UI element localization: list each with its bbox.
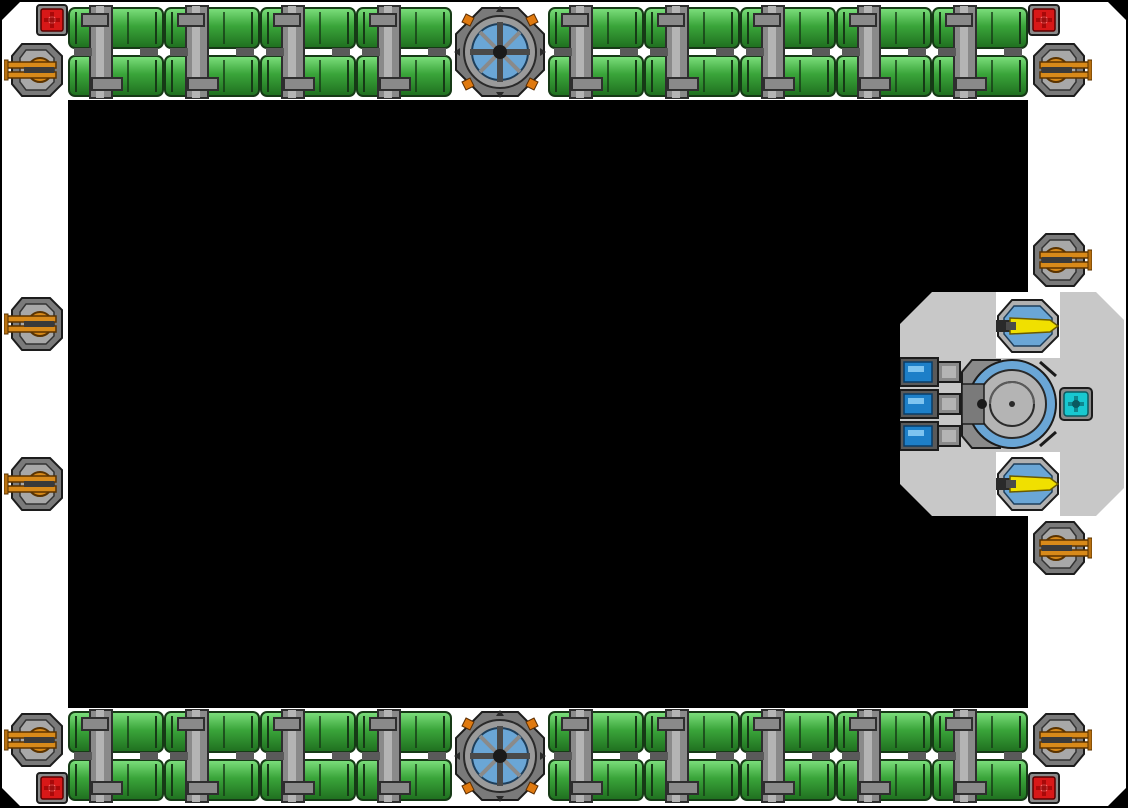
thruster-bottom-icon[interactable]	[996, 457, 1059, 511]
red-module-top-right-icon[interactable]	[1028, 4, 1060, 36]
cyan-core-icon[interactable]	[1059, 387, 1093, 421]
blue-engine-icon[interactable]	[900, 421, 961, 451]
blue-engine-icon[interactable]	[900, 389, 961, 419]
red-module-top-left-icon[interactable]	[36, 4, 68, 36]
docking-hub-top-icon[interactable]	[454, 6, 546, 98]
red-module-bottom-right-icon[interactable]	[1028, 772, 1060, 804]
red-module-bottom-left-icon[interactable]	[36, 772, 68, 804]
reactor-dome-icon[interactable]	[961, 359, 1057, 449]
docking-hub-bottom-icon[interactable]	[454, 710, 546, 802]
blue-engine-icon[interactable]	[900, 357, 961, 387]
thruster-top-icon[interactable]	[996, 299, 1059, 353]
